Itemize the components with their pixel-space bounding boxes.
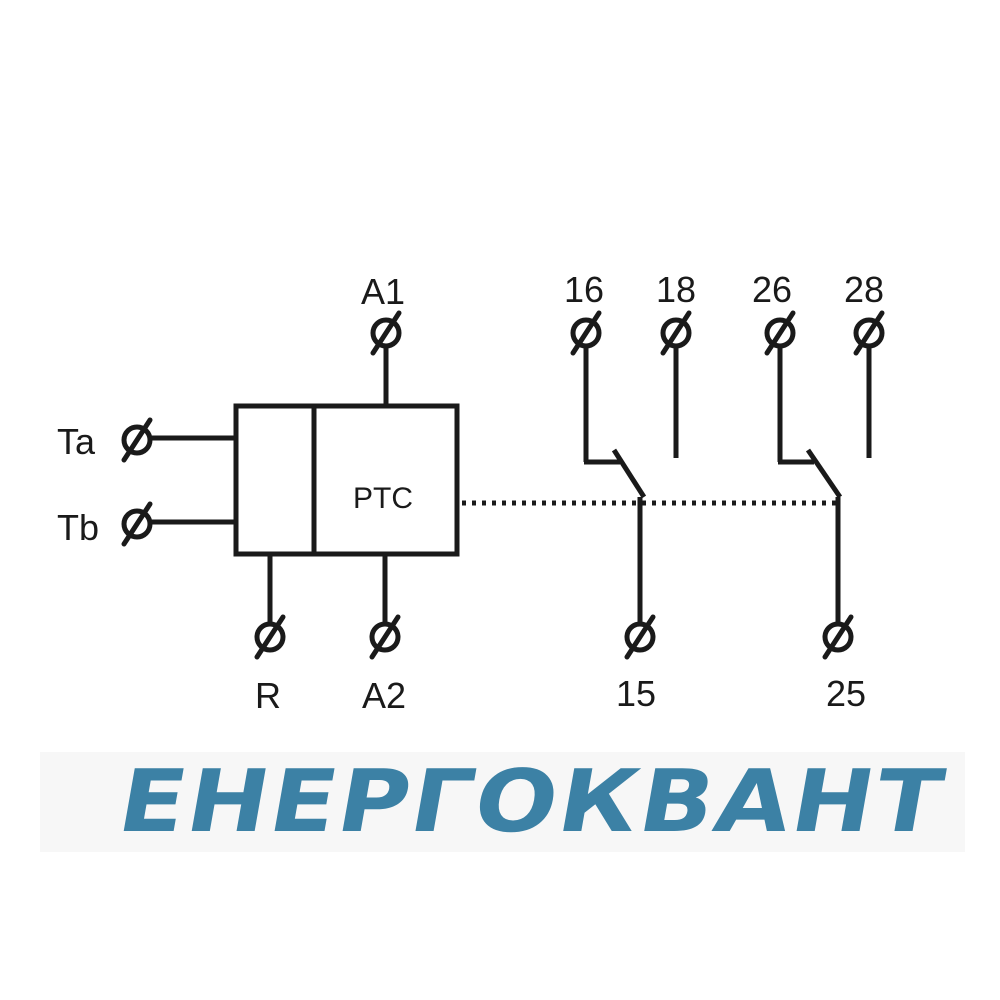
logo-band <box>40 752 965 852</box>
terminal-25-label: 25 <box>826 673 866 714</box>
terminal-15-label: 15 <box>616 673 656 714</box>
terminal-15-icon <box>627 617 653 657</box>
terminal-16-icon <box>573 313 599 353</box>
changeover-contact-2 <box>777 348 872 622</box>
terminal-tb-label: Tb <box>57 507 99 548</box>
terminal-a2-icon <box>372 617 398 657</box>
terminal-18-icon <box>663 313 689 353</box>
terminal-tb-icon <box>124 504 150 544</box>
ptc-label: PTC <box>353 482 413 515</box>
terminal-a1-label: A1 <box>361 271 405 312</box>
terminal-25-icon <box>825 617 851 657</box>
brand-logo: ЕНЕРГОКВАНТ <box>111 752 953 852</box>
terminal-ta-label: Ta <box>57 421 96 462</box>
terminal-26-icon <box>767 313 793 353</box>
terminal-ta-icon <box>124 420 150 460</box>
terminal-a1-icon <box>373 313 399 353</box>
terminal-a2-label: A2 <box>362 675 406 716</box>
changeover-contact-1 <box>583 348 679 622</box>
terminal-16-label: 16 <box>564 269 604 310</box>
terminal-28-label: 28 <box>844 269 884 310</box>
terminal-26-label: 26 <box>752 269 792 310</box>
terminal-r-icon <box>257 617 283 657</box>
terminal-28-icon <box>856 313 882 353</box>
relay-block <box>233 403 460 557</box>
terminal-r-label: R <box>255 675 281 716</box>
terminal-18-label: 18 <box>656 269 696 310</box>
